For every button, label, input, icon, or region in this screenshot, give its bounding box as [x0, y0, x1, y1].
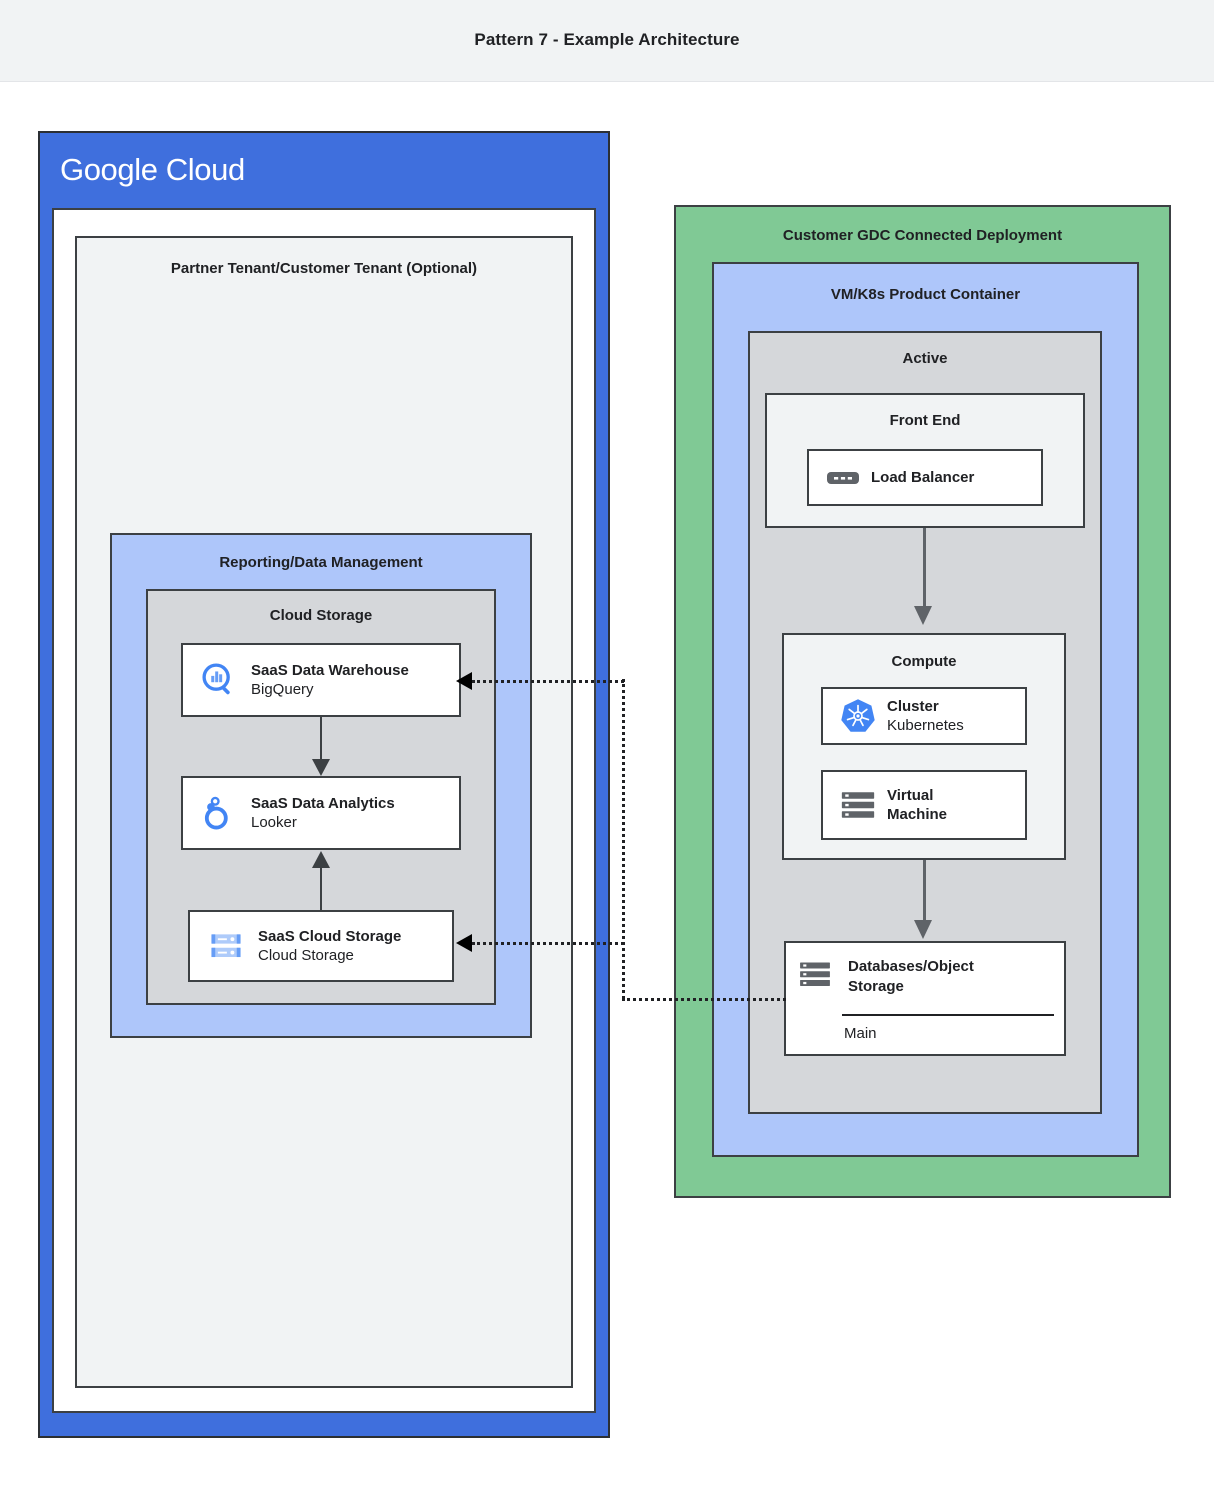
card-subtitle: Looker — [251, 814, 297, 831]
database-object-storage-card[interactable]: Databases/Object Storage Main — [784, 941, 1066, 1056]
connector-warehouse-to-analytics — [320, 717, 322, 761]
dotted-connector-to-database — [622, 998, 786, 1001]
connector-compute-to-database — [923, 860, 926, 922]
card-title: SaaS Cloud Storage — [258, 927, 402, 945]
cloud-storage-icon — [200, 930, 252, 962]
customer-gdc-title: Customer GDC Connected Deployment — [782, 227, 1063, 244]
dotted-connector-to-storage-arrowhead — [456, 934, 472, 952]
dotted-connector-to-storage — [472, 942, 624, 945]
card-subtitle: Kubernetes — [887, 717, 964, 734]
card-saas-data-analytics[interactable]: SaaS Data Analytics Looker — [181, 776, 461, 850]
partner-tenant-title: Partner Tenant/Customer Tenant (Optional… — [170, 260, 478, 277]
database-title: Databases/Object Storage — [842, 957, 974, 996]
front-end-title: Front End — [889, 412, 961, 429]
card-load-balancer-text: Load Balancer — [871, 468, 974, 487]
card-cluster-text: Cluster Kubernetes — [887, 697, 964, 735]
card-title: Virtual — [887, 786, 934, 804]
card-saas-cloud-storage[interactable]: SaaS Cloud Storage Cloud Storage — [188, 910, 454, 982]
card-title-line2: Machine — [887, 806, 948, 823]
connector-warehouse-to-analytics-arrowhead — [312, 759, 330, 776]
virtual-machine-icon — [833, 788, 883, 822]
database-divider — [842, 1014, 1054, 1016]
dotted-connector-trunk — [622, 679, 625, 999]
database-title-line1: Databases/Object — [848, 958, 974, 975]
vm-k8s-title: VM/K8s Product Container — [830, 286, 1021, 303]
load-balancer-icon — [821, 468, 865, 488]
connector-compute-to-database-arrowhead — [914, 920, 932, 939]
card-subtitle: Cloud Storage — [258, 947, 354, 964]
dotted-connector-to-warehouse — [472, 680, 624, 683]
card-load-balancer[interactable]: Load Balancer — [807, 449, 1043, 506]
database-title-line2: Storage — [848, 977, 904, 995]
card-title: SaaS Data Warehouse — [251, 661, 409, 679]
card-virtual-machine[interactable]: Virtual Machine — [821, 770, 1027, 840]
connector-storage-to-analytics-arrowhead — [312, 851, 330, 868]
connector-frontend-to-compute-arrowhead — [914, 606, 932, 625]
bigquery-icon — [193, 661, 245, 699]
cloud-storage-title: Cloud Storage — [269, 607, 373, 624]
page-title: Pattern 7 - Example Architecture — [474, 30, 740, 49]
google-cloud-logo-word1: Google — [60, 152, 158, 187]
card-title: Cluster — [887, 697, 939, 715]
page-header: Pattern 7 - Example Architecture — [0, 0, 1214, 82]
card-title: Load Balancer — [871, 468, 975, 486]
database-subtitle: Main — [844, 1025, 877, 1042]
card-subtitle: BigQuery — [251, 681, 314, 698]
card-saas-cloud-storage-text: SaaS Cloud Storage Cloud Storage — [258, 927, 401, 965]
card-saas-data-analytics-text: SaaS Data Analytics Looker — [251, 794, 395, 832]
google-cloud-logo: Google Cloud — [60, 152, 245, 188]
looker-icon — [193, 794, 245, 832]
database-header: Databases/Object Storage — [798, 957, 1052, 996]
card-cluster-kubernetes[interactable]: Cluster Kubernetes — [821, 687, 1027, 745]
google-cloud-logo-word2: Cloud — [165, 152, 245, 187]
card-saas-data-warehouse[interactable]: SaaS Data Warehouse BigQuery — [181, 643, 461, 717]
dotted-connector-to-warehouse-arrowhead — [456, 672, 472, 690]
database-stack-icon — [798, 957, 842, 991]
card-saas-data-warehouse-text: SaaS Data Warehouse BigQuery — [251, 661, 409, 699]
connector-storage-to-analytics — [320, 867, 322, 910]
active-title: Active — [902, 350, 948, 367]
card-virtual-machine-text: Virtual Machine — [887, 786, 947, 824]
kubernetes-icon — [833, 696, 883, 736]
compute-title: Compute — [891, 653, 957, 670]
connector-frontend-to-compute — [923, 528, 926, 608]
reporting-data-management-title: Reporting/Data Management — [219, 554, 423, 571]
card-title: SaaS Data Analytics — [251, 794, 395, 812]
